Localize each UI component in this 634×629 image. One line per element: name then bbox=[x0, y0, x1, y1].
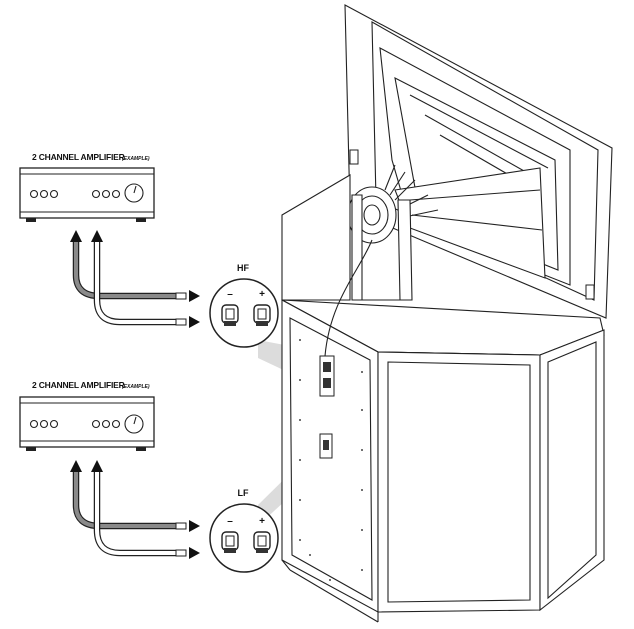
amplifier-2-note: (EXAMPLE) bbox=[122, 384, 150, 390]
amplifier-2-input-knobs bbox=[29, 419, 121, 429]
amplifier-1-title: 2 CHANNEL AMPLIFIER bbox=[32, 152, 125, 162]
lf-cables bbox=[70, 460, 200, 559]
lf-label: LF bbox=[238, 488, 249, 498]
amplifier-1-volume-knob-icon bbox=[124, 183, 144, 203]
amplifier-1-chassis bbox=[19, 167, 155, 219]
amplifier-1-note: (EXAMPLE) bbox=[122, 156, 150, 162]
amplifier-2-title: 2 CHANNEL AMPLIFIER bbox=[32, 380, 125, 390]
amplifier-1: 2 CHANNEL AMPLIFIER (EXAMPLE) bbox=[19, 152, 155, 222]
hf-terminal-callout: HF – + bbox=[209, 263, 279, 348]
hf-binding-post-plus-icon bbox=[253, 304, 271, 326]
lf-right-arrow-icon bbox=[189, 520, 200, 532]
hf-right-arrow-icon bbox=[189, 290, 200, 302]
amplifier-2: 2 CHANNEL AMPLIFIER (EXAMPLE) bbox=[19, 380, 155, 451]
cabinet-front-panel bbox=[377, 351, 541, 613]
hf-minus-label: – bbox=[227, 289, 233, 300]
lf-binding-post-minus-icon bbox=[221, 531, 239, 553]
lf-up-arrow-icon bbox=[70, 460, 82, 472]
lf-up-arrow-icon bbox=[91, 460, 103, 472]
lf-plus-label: + bbox=[259, 516, 265, 527]
lf-terminal-plate bbox=[319, 433, 333, 459]
amplifier-1-input-knobs bbox=[29, 189, 121, 199]
hf-up-arrow-icon bbox=[91, 230, 103, 242]
lf-minus-label: – bbox=[227, 516, 233, 527]
hf-cables bbox=[70, 230, 200, 328]
amplifier-2-volume-knob-icon bbox=[124, 414, 144, 434]
hf-binding-post-minus-icon bbox=[221, 304, 239, 326]
amplifier-2-chassis bbox=[19, 396, 155, 448]
lf-binding-post-plus-icon bbox=[253, 531, 271, 553]
cabinet-top bbox=[281, 174, 351, 301]
hf-up-arrow-icon bbox=[70, 230, 82, 242]
hf-right-arrow-icon bbox=[189, 316, 200, 328]
hf-plus-label: + bbox=[259, 289, 265, 300]
cabinet-right-panel bbox=[539, 329, 605, 612]
hf-label: HF bbox=[237, 263, 249, 273]
lf-terminal-callout: LF – + bbox=[209, 488, 279, 573]
speaker-cabinet bbox=[258, 4, 613, 623]
hf-terminal-plate bbox=[319, 355, 335, 397]
lf-right-arrow-icon bbox=[189, 547, 200, 559]
